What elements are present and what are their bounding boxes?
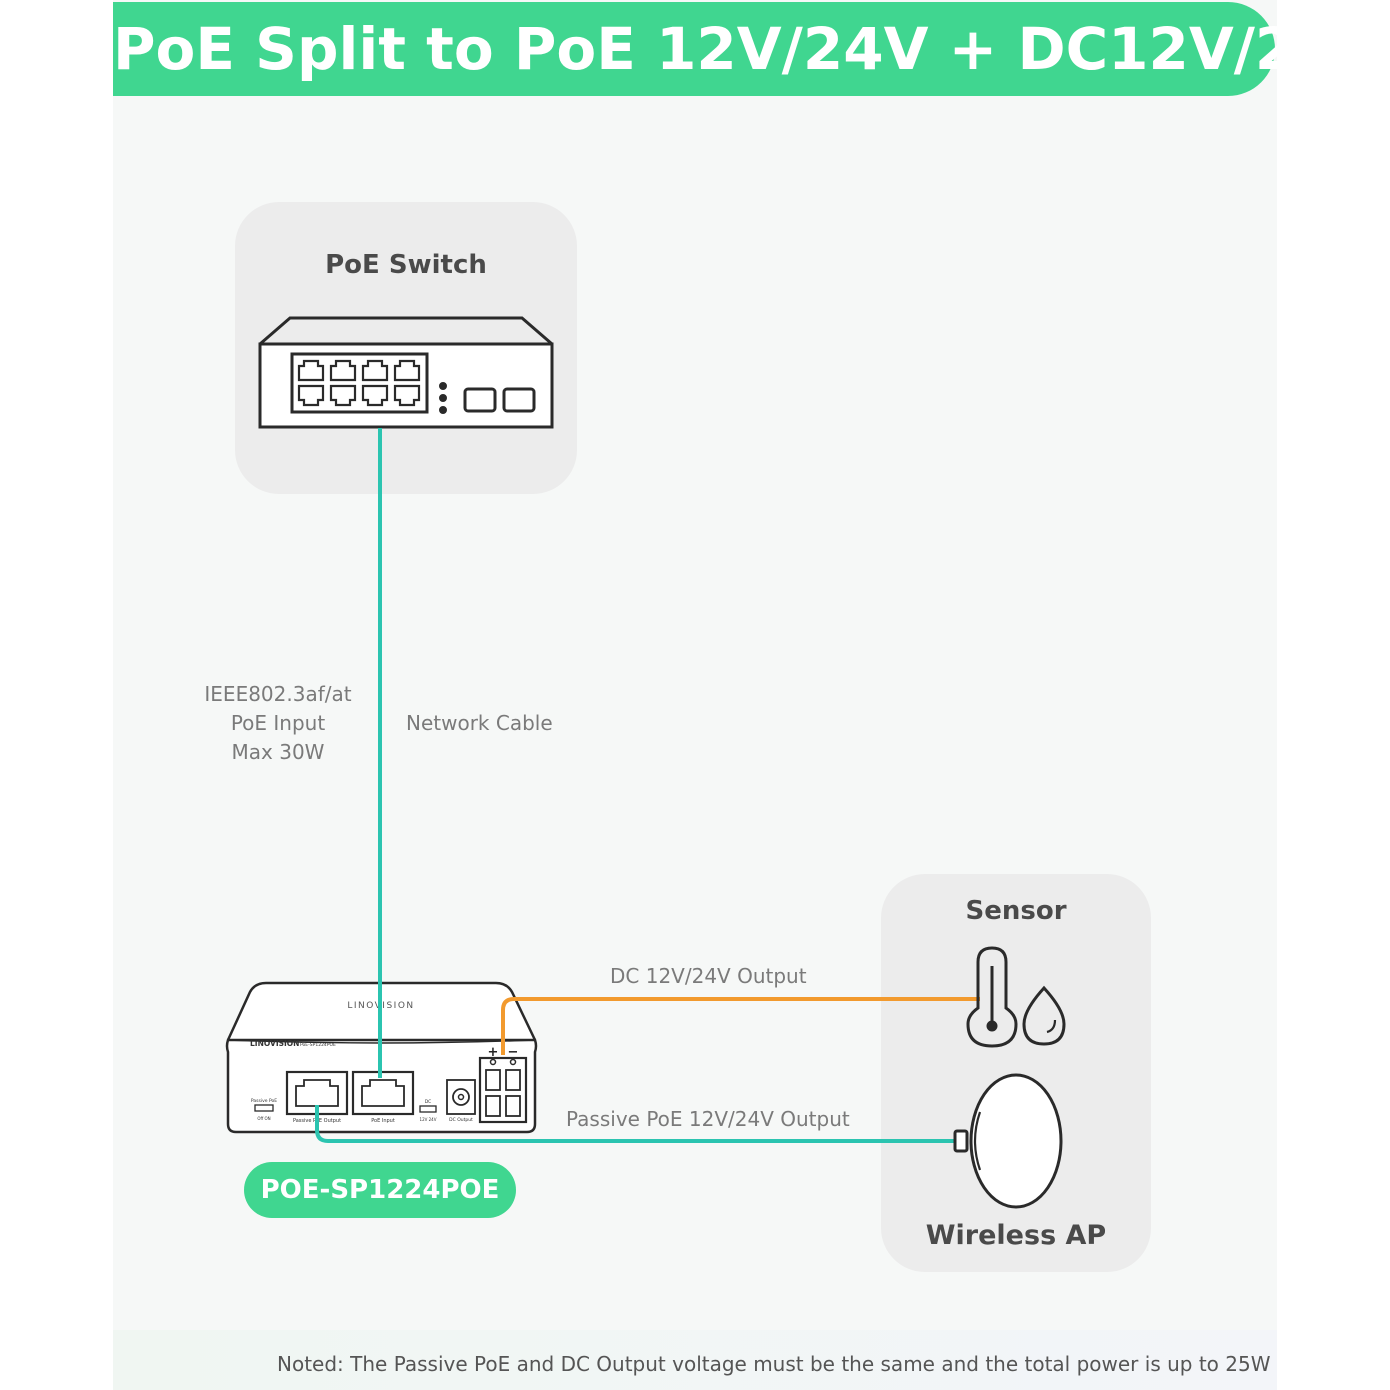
poe-input-spec-line2: PoE Input [230,711,326,735]
passive-poe-output-label: Passive PoE 12V/24V Output [566,1107,850,1131]
passive-poe-cable [315,1105,958,1143]
passive-switch-options: Off ON [257,1116,270,1121]
network-cable-label: Network Cable [406,711,553,735]
wireless-ap-label: Wireless AP [925,1220,1107,1251]
device-front-model: PoE-SP1224POE [300,1042,336,1048]
terminal-minus: − [508,1045,519,1060]
dc-output-label: DC 12V/24V Output [610,964,807,988]
device-front-brand: LINOVISION [250,1039,299,1048]
note-bar [113,1330,1277,1390]
poe-switch-label: PoE Switch [325,250,487,280]
passive-switch-title: Passive PoE [251,1098,277,1104]
poe-input-spec-line1: IEEE802.3af/at [204,682,352,706]
terminal-plus: + [488,1045,499,1060]
wireless-ap-icon [953,1073,1063,1209]
poe-input-spec: IEEE802.3af/at PoE Input Max 30W [190,680,366,767]
sensor-label: Sensor [965,896,1067,926]
dc-switch-title: DC [425,1099,432,1105]
thermometer-droplet-icon [966,946,1066,1048]
note-text: Noted: The Passive PoE and DC Output vol… [277,1352,1271,1376]
port-poe-input-label: PoE Input [371,1118,395,1124]
model-badge: POE-SP1224POE [244,1162,516,1218]
poe-switch-icon [258,316,554,429]
dc-output-cable [501,997,980,1055]
dc-switch-options: 12V 24V [420,1117,437,1122]
title-banner: PoE Split to PoE 12V/24V + DC12V/24V [113,2,1381,96]
poe-input-spec-line3: Max 30W [231,740,325,764]
dc-output-port-label: DC Output [449,1117,473,1123]
